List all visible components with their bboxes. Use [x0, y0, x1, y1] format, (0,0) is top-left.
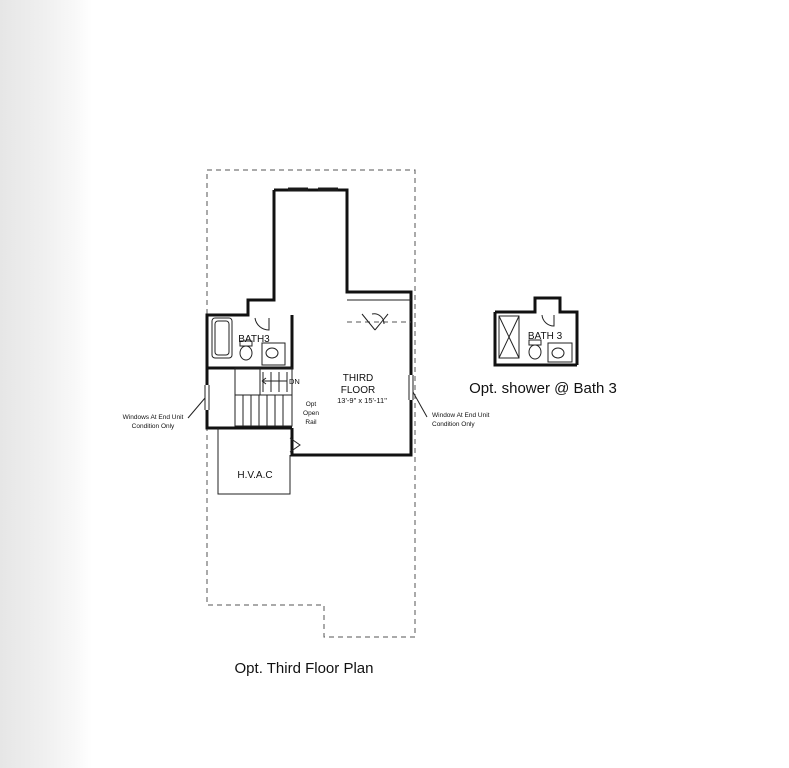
- shower: [498, 315, 520, 359]
- stair: [234, 367, 293, 427]
- rail-note-2: Open: [303, 410, 319, 417]
- option-bath-label: BATH 3: [528, 331, 563, 342]
- vanity: [261, 342, 286, 366]
- left-window-leader: [187, 397, 206, 419]
- house-footprint-outline: [206, 169, 416, 638]
- left-window-note-1: Windows At End Unit: [123, 414, 184, 421]
- hvac-label: H.V.A.C: [237, 470, 272, 481]
- toilet: [239, 345, 253, 361]
- right-window-leader: [412, 391, 428, 418]
- room-name-line2: FLOOR: [341, 385, 375, 396]
- room-dimensions: 13'-9" x 15'-11": [337, 396, 387, 405]
- room-name-line1: THIRD: [343, 373, 374, 384]
- option-plan-caption: Opt. shower @ Bath 3: [469, 380, 617, 397]
- left-edge-shading: [0, 0, 92, 768]
- main-plan-caption: Opt. Third Floor Plan: [235, 660, 374, 677]
- right-window-note-1: Window At End Unit: [432, 412, 490, 419]
- rail-note-1: Opt: [306, 401, 317, 408]
- third-floor-walls: [205, 187, 413, 457]
- stair-down-label: DN: [289, 377, 300, 386]
- bath3-label: BATH3: [238, 334, 270, 345]
- bathtub: [211, 317, 233, 359]
- closet: [347, 299, 411, 331]
- option-bath-drawing: [493, 296, 579, 367]
- hvac-unit: [217, 428, 301, 495]
- left-window-note-2: Condition Only: [132, 423, 175, 430]
- right-window-note-2: Condition Only: [432, 421, 475, 428]
- rail-note-3: Rail: [305, 419, 317, 426]
